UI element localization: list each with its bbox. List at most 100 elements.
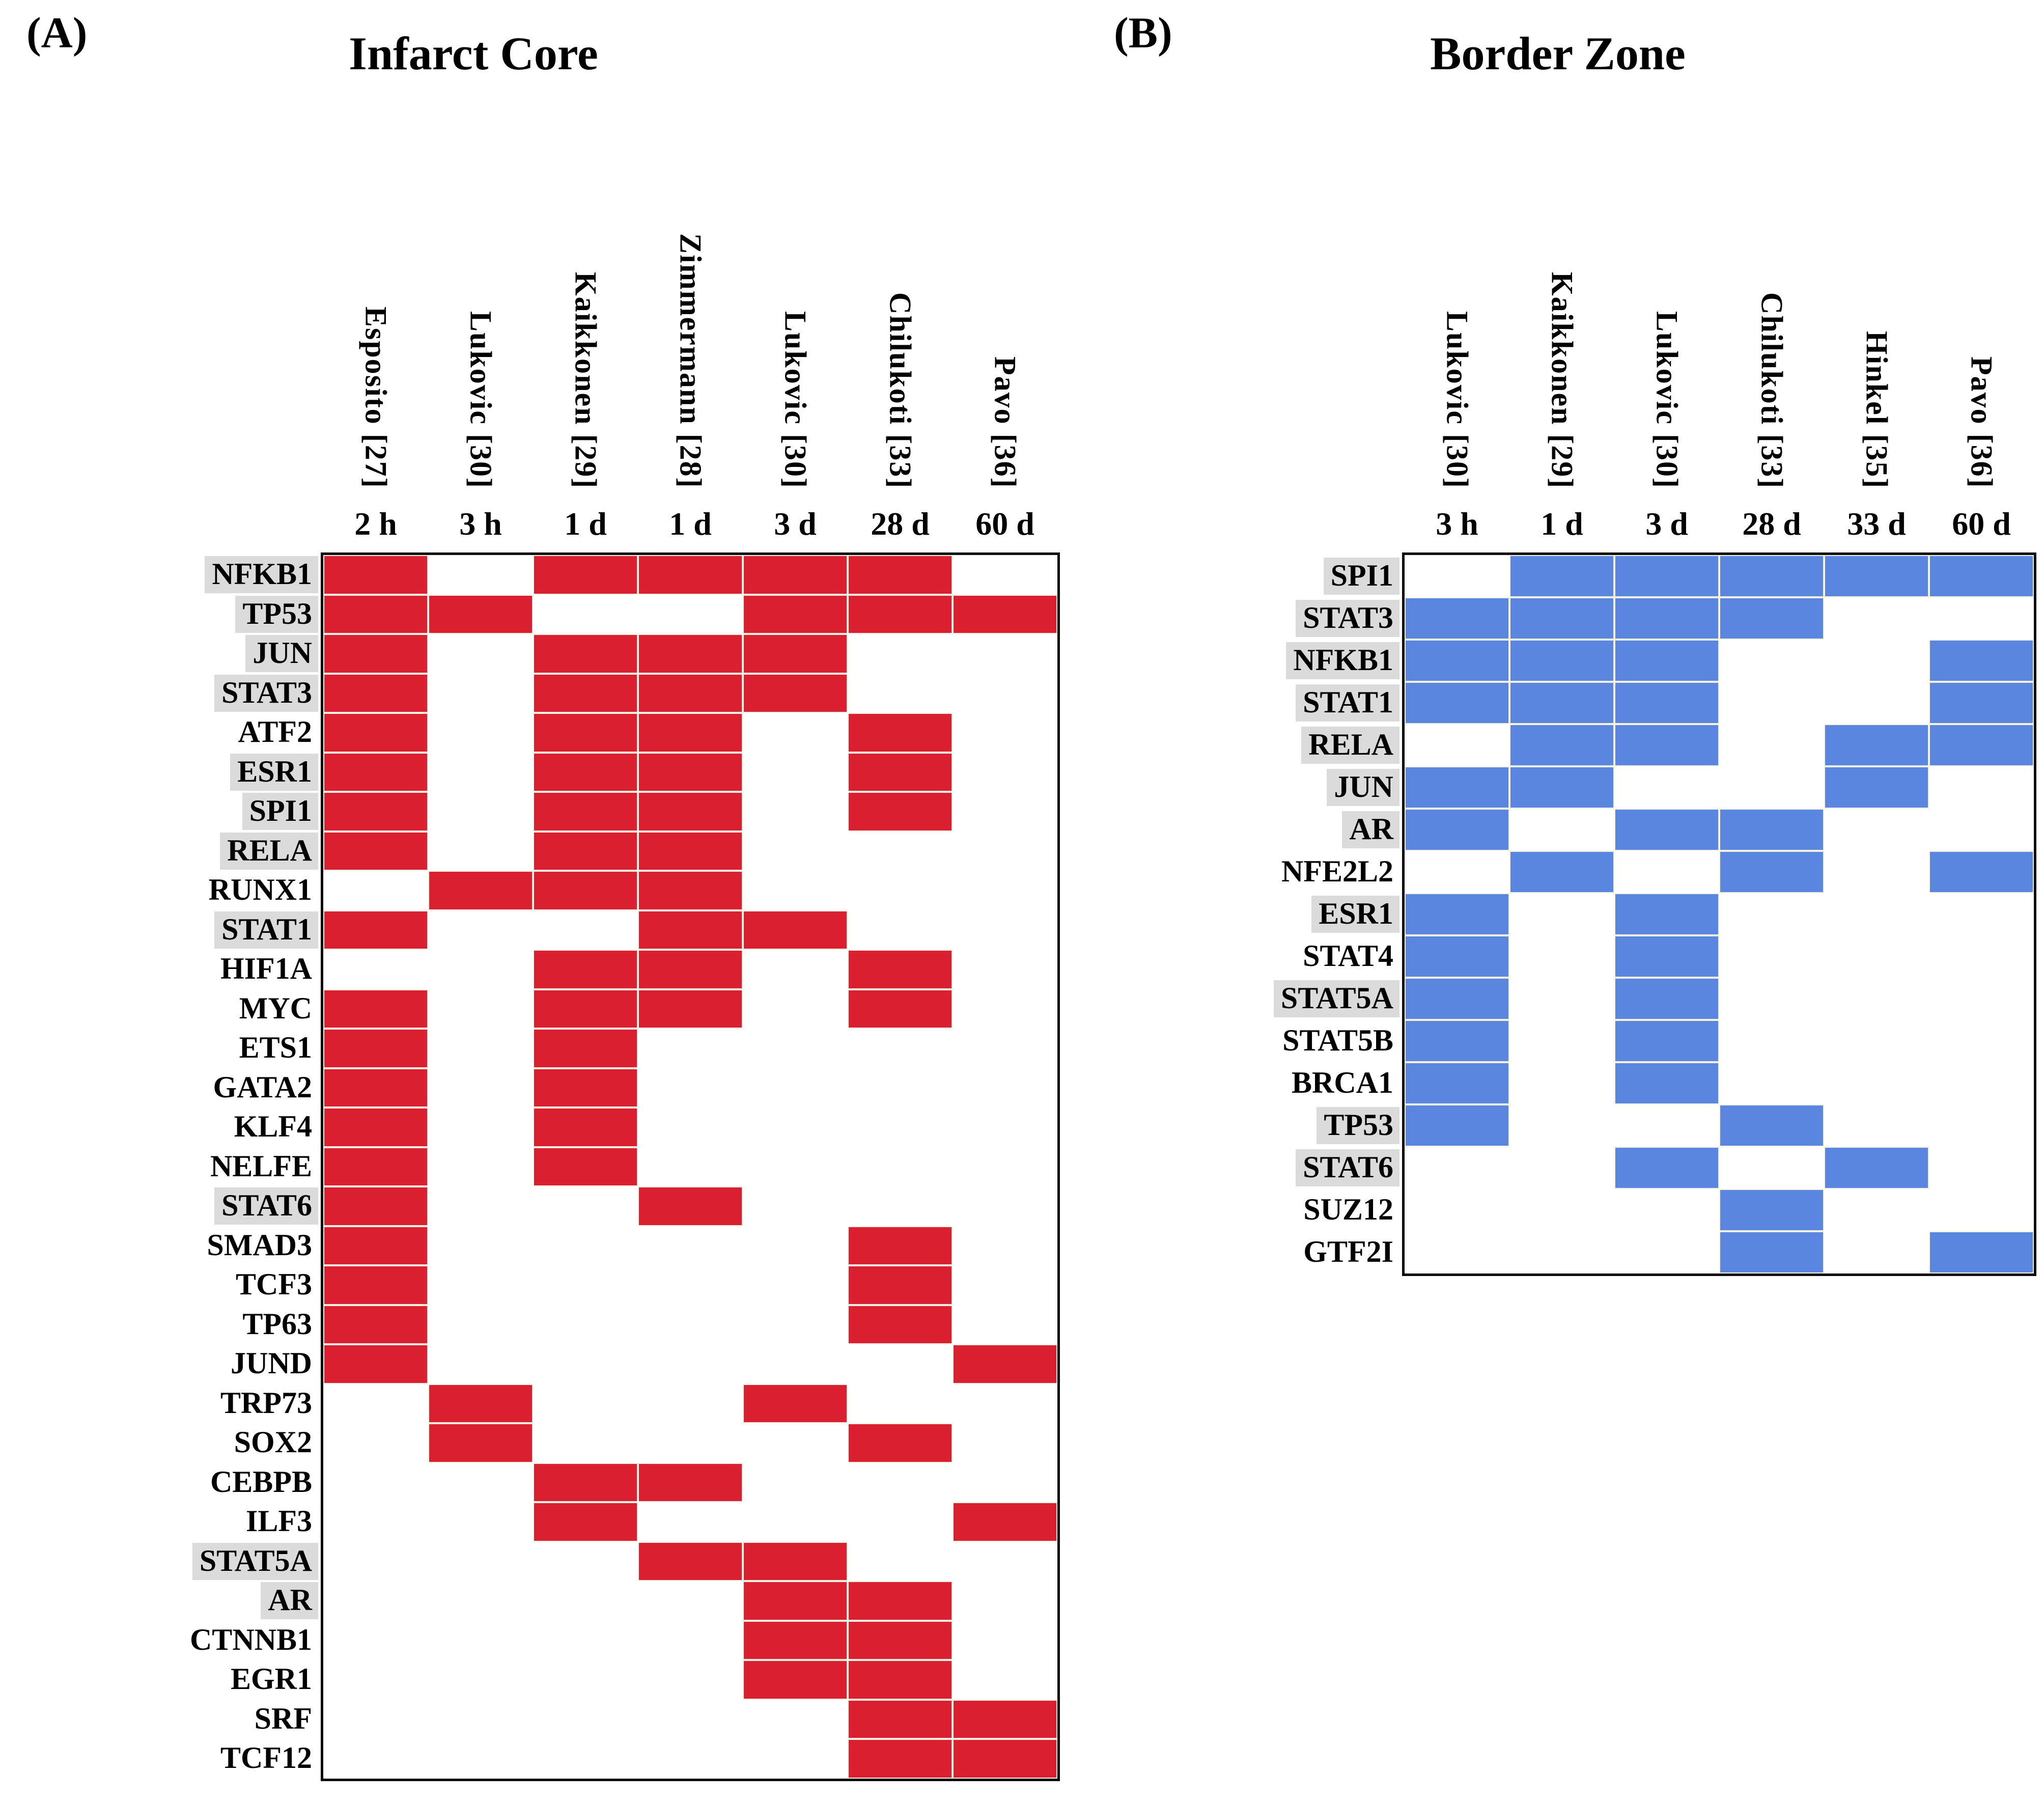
matrix-cell <box>1719 1020 1824 1062</box>
matrix-cell <box>1614 555 1719 597</box>
gene-label: ESR1 <box>1311 895 1399 933</box>
gene-label: AR <box>261 1582 318 1620</box>
gene-label: TP63 <box>242 1307 312 1341</box>
gene-label: JUND <box>231 1346 312 1380</box>
gene-row: EGR1 <box>0 1660 321 1700</box>
matrix-cell <box>638 910 743 950</box>
study-labels-row: Esposito [27]Lukovic [30]Kaikkonen [29]Z… <box>323 94 1057 489</box>
gene-label: NFKB1 <box>1286 642 1399 680</box>
matrix-cell <box>1509 597 1614 640</box>
gene-row: NFKB1 <box>1076 640 1402 682</box>
matrix-cell <box>323 1186 428 1226</box>
matrix-cell <box>743 910 848 950</box>
gene-label: ETS1 <box>239 1031 312 1065</box>
time-label: 60 d <box>975 506 1034 542</box>
gene-row: NFE2L2 <box>1076 851 1402 893</box>
matrix-cell <box>1405 893 1509 935</box>
matrix-cell <box>1509 724 1614 766</box>
matrix-cell <box>1405 682 1509 724</box>
matrix-cell <box>1614 1020 1719 1062</box>
matrix-cell <box>1929 682 2034 724</box>
gene-label: TCF3 <box>236 1267 312 1301</box>
gene-label: JUN <box>245 635 318 673</box>
matrix-cell <box>1614 935 1719 978</box>
time-label: 28 d <box>871 506 930 542</box>
matrix-cell <box>953 594 1057 634</box>
gene-row: STAT5A <box>1076 978 1402 1020</box>
matrix-cell <box>1719 597 1824 640</box>
gene-label: STAT5B <box>1282 1023 1393 1057</box>
panel-title: Border Zone <box>1430 27 1686 79</box>
study-label: Pavo [36] <box>1965 356 1999 489</box>
matrix-cell <box>1824 1147 1929 1189</box>
matrix-cell <box>323 673 428 713</box>
matrix-cell <box>1929 555 2034 597</box>
gene-label: RUNX1 <box>208 873 312 907</box>
matrix-cell <box>1614 1062 1719 1104</box>
gene-label: HIF1A <box>220 952 312 986</box>
gene-label: STAT3 <box>214 674 318 712</box>
study-column: Kaikkonen [29] <box>533 94 638 489</box>
gene-label: SRF <box>254 1701 312 1735</box>
matrix-cell <box>1824 1231 1929 1273</box>
gene-row: HIF1A <box>0 950 321 989</box>
matrix-cell <box>1719 682 1824 724</box>
gene-row: TP53 <box>0 595 321 634</box>
gene-label: ESR1 <box>230 753 318 791</box>
matrix-cell <box>1824 1020 1929 1062</box>
study-label: Esposito [27] <box>359 307 393 489</box>
time-label: 1 d <box>1541 506 1583 542</box>
matrix-cell <box>1509 766 1614 809</box>
gene-label: RELA <box>220 832 318 870</box>
gene-row: STAT4 <box>1076 935 1402 978</box>
matrix-cell <box>1719 1231 1824 1273</box>
gene-label: ATF2 <box>238 715 312 749</box>
matrix-cell <box>638 1462 743 1502</box>
matrix-cell <box>1509 1231 1614 1273</box>
gene-row: RUNX1 <box>0 871 321 910</box>
matrix-cell <box>1405 1231 1509 1273</box>
matrix-cell <box>1614 851 1719 893</box>
matrix-cell <box>1405 640 1509 682</box>
gene-row: SPI1 <box>1076 555 1402 597</box>
matrix-cell <box>533 1107 638 1147</box>
matrix-cell <box>1509 555 1614 597</box>
gene-label: NELFE <box>210 1149 312 1183</box>
gene-label: KLF4 <box>234 1110 312 1144</box>
matrix-cell <box>1614 682 1719 724</box>
gene-row: STAT6 <box>1076 1147 1402 1189</box>
matrix-cell <box>1405 1020 1509 1062</box>
matrix-cell <box>743 673 848 713</box>
gene-label: STAT4 <box>1303 938 1393 973</box>
gene-label: STAT1 <box>214 911 318 949</box>
matrix-cell <box>323 1265 428 1305</box>
matrix-cell <box>1824 809 1929 851</box>
matrix-cell <box>1929 809 2034 851</box>
matrix-cell <box>533 555 638 595</box>
matrix-cell <box>1509 935 1614 978</box>
matrix-cell <box>1929 1104 2034 1147</box>
matrix-cell <box>1929 851 2034 893</box>
matrix-cell <box>323 910 428 950</box>
matrix-cell <box>1614 640 1719 682</box>
gene-row: SRF <box>0 1700 321 1739</box>
matrix-cell <box>1824 893 1929 935</box>
matrix-cell <box>323 1226 428 1265</box>
panel-title: Infarct Core <box>349 27 598 79</box>
matrix-cell <box>323 1344 428 1384</box>
gene-row: AR <box>0 1581 321 1621</box>
matrix-cell <box>1719 851 1824 893</box>
matrix-cell <box>1509 682 1614 724</box>
matrix-cell <box>638 989 743 1029</box>
matrix-cell <box>1509 809 1614 851</box>
matrix-cell <box>428 1383 533 1423</box>
matrix-cell <box>1719 809 1824 851</box>
study-column: Lukovic [30] <box>428 94 533 489</box>
study-label: Kaikkonen [29] <box>1545 271 1579 489</box>
time-label: 33 d <box>1847 506 1906 542</box>
time-label: 3 h <box>1436 506 1478 542</box>
matrix-cell <box>848 752 953 792</box>
study-column: Lukovic [30] <box>743 94 848 489</box>
matrix-cell <box>848 1699 953 1739</box>
